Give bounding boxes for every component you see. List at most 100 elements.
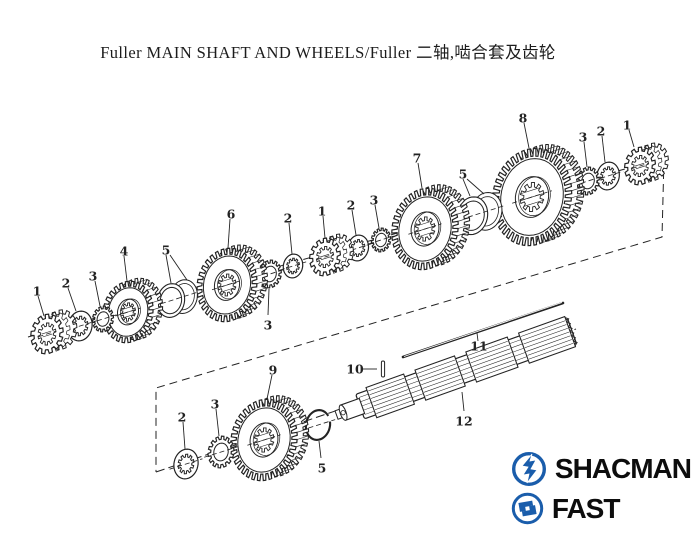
leader-line bbox=[165, 254, 172, 284]
brand-logos: SHACMAN FAST bbox=[510, 450, 692, 526]
diagram-shape bbox=[338, 404, 348, 421]
leader-line bbox=[476, 332, 479, 342]
diagram-shape bbox=[500, 158, 564, 236]
tooth-band bbox=[136, 279, 163, 341]
diagram-shape bbox=[370, 385, 407, 399]
diagram-shape bbox=[421, 371, 460, 386]
diagram-shape bbox=[472, 352, 512, 367]
diagram-shape bbox=[527, 339, 572, 356]
diagram-shape bbox=[418, 363, 457, 378]
spline-hatch bbox=[217, 277, 234, 284]
diagram-shape bbox=[476, 363, 516, 379]
centerline-segment bbox=[115, 307, 141, 317]
diagram-shape bbox=[524, 331, 570, 349]
diagram-shape bbox=[37, 322, 57, 346]
leader-line bbox=[583, 141, 588, 168]
centerline-segment bbox=[89, 314, 117, 324]
part-number-label: 6 bbox=[227, 207, 236, 222]
diagram-shape bbox=[282, 253, 304, 279]
fast-logo: FAST bbox=[510, 491, 620, 526]
spline-hatch bbox=[519, 187, 541, 195]
leader-line bbox=[351, 209, 357, 236]
part-number-label: 3 bbox=[370, 193, 379, 208]
part-number-label: 2 bbox=[62, 276, 71, 291]
diagram-shape bbox=[468, 340, 508, 356]
diagram-shape bbox=[217, 269, 242, 300]
centerline-segment bbox=[408, 223, 442, 235]
page-title: Fuller MAIN SHAFT AND WHEELS/Fuller 二轴,啮… bbox=[100, 43, 556, 62]
leader-line bbox=[628, 129, 635, 148]
leader-line bbox=[466, 178, 485, 195]
spline-hatch bbox=[320, 256, 331, 261]
part-1-gearSmall bbox=[623, 142, 669, 186]
diagram-shape bbox=[419, 367, 458, 382]
leader-line bbox=[94, 280, 101, 307]
diagram-shape bbox=[177, 453, 195, 475]
part-10-pin bbox=[380, 360, 386, 378]
part-number-label: 9 bbox=[269, 363, 278, 378]
tooth-band bbox=[437, 186, 470, 265]
part-number-label: 1 bbox=[33, 284, 42, 299]
centerline-segment bbox=[300, 419, 336, 431]
spline-hatch bbox=[634, 162, 645, 167]
diagram-shape bbox=[372, 389, 409, 403]
leader-line bbox=[461, 391, 465, 412]
leader-line bbox=[322, 215, 326, 239]
part-number-label: 5 bbox=[162, 243, 171, 258]
diagram-shape bbox=[202, 255, 252, 315]
diagram-shape bbox=[403, 302, 563, 357]
part-number-label: 10 bbox=[346, 362, 364, 377]
part-number-label: 2 bbox=[347, 198, 356, 213]
diagram-shape bbox=[522, 324, 567, 341]
leader-line bbox=[417, 162, 423, 189]
part-number-label: 3 bbox=[89, 269, 98, 284]
spline-hatch bbox=[120, 305, 134, 311]
fast-interlocked-s-icon bbox=[511, 492, 544, 525]
tooth-band bbox=[542, 145, 585, 243]
centerline-segment bbox=[368, 235, 394, 245]
fast-logo-text: FAST bbox=[551, 492, 621, 524]
centerline-segment bbox=[63, 320, 97, 332]
shacman-lightning-bolt-icon bbox=[511, 451, 546, 487]
centerline-segment bbox=[38, 330, 56, 338]
diagram-shape bbox=[375, 232, 387, 248]
part-6-gearLarge bbox=[196, 244, 268, 323]
part-8-gearLarge bbox=[491, 143, 585, 247]
part-3-toothRing bbox=[89, 305, 117, 333]
diagram-shape bbox=[373, 392, 410, 407]
part-5-bushingPair bbox=[153, 279, 199, 318]
part-number-label: 8 bbox=[519, 111, 528, 126]
centerline-segment bbox=[169, 458, 203, 470]
diagram-shape bbox=[96, 311, 110, 327]
part-number-label: 7 bbox=[413, 151, 422, 166]
part-number-label: 4 bbox=[120, 244, 129, 259]
centerline-segment bbox=[592, 170, 624, 182]
leader-line bbox=[374, 204, 380, 229]
main-shaft-body bbox=[334, 315, 578, 421]
diagram-shape bbox=[520, 320, 566, 337]
diagram-shape bbox=[528, 343, 574, 360]
part-number-label: 2 bbox=[597, 124, 606, 139]
centerline-segment bbox=[316, 254, 334, 260]
tooth-band bbox=[235, 246, 268, 320]
centerline-segment bbox=[211, 279, 243, 291]
centerline-segment bbox=[631, 163, 649, 169]
diagram-shape bbox=[417, 359, 456, 374]
diagram-shape bbox=[350, 238, 366, 258]
diagram-shape bbox=[398, 196, 452, 262]
diagram-shape bbox=[423, 378, 462, 393]
part-11-rod bbox=[401, 301, 565, 359]
diagram-shape bbox=[523, 327, 568, 345]
part-number-label: 2 bbox=[284, 211, 293, 226]
part-2-splineWasher bbox=[169, 448, 203, 480]
diagram-shape bbox=[376, 400, 413, 414]
leader-line bbox=[37, 295, 45, 317]
spline-hatch bbox=[257, 442, 275, 449]
part-1-gearSmall bbox=[308, 233, 354, 277]
leader-line bbox=[266, 374, 273, 400]
spline-hatch bbox=[253, 431, 271, 438]
spline-hatch bbox=[41, 330, 52, 335]
part-number-label: 1 bbox=[623, 118, 632, 133]
spline-hatch bbox=[523, 199, 545, 207]
part-9-gearLarge bbox=[230, 395, 310, 482]
